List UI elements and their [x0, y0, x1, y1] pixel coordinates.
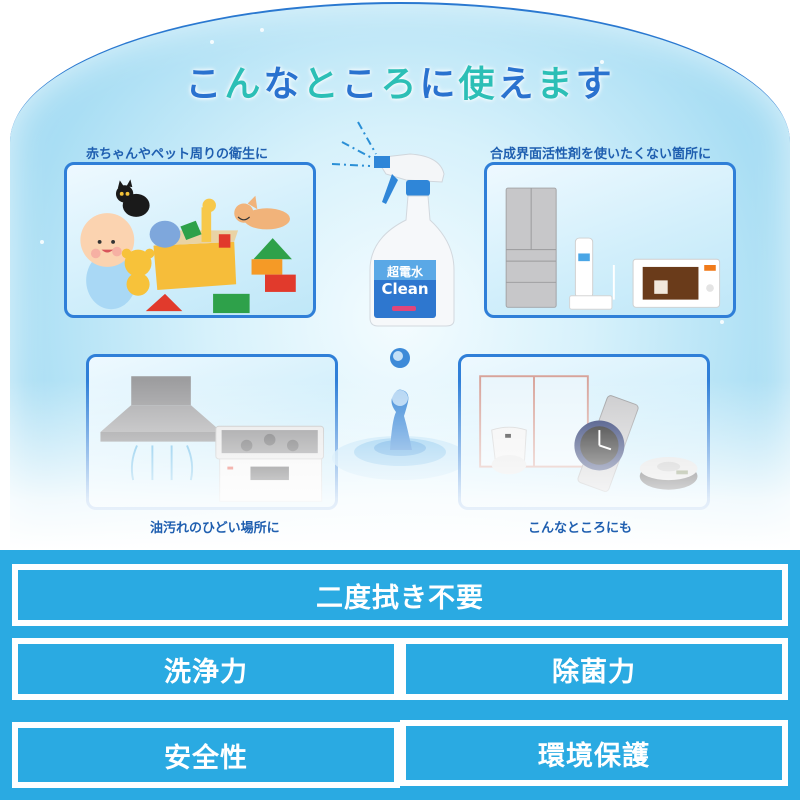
product-brand: Clean — [381, 280, 428, 298]
sparkle — [600, 60, 604, 64]
toy-giraffe — [201, 207, 212, 242]
feature-environment: 環境保護 — [400, 720, 788, 786]
block-triangle — [253, 238, 292, 260]
block-red-triangle — [145, 293, 183, 312]
page-title: こんなところに使えます — [0, 55, 800, 107]
title-char: ん — [224, 64, 264, 105]
title-char: ま — [536, 64, 576, 105]
block-orange — [251, 259, 283, 275]
cordless-phone — [574, 237, 594, 299]
title-char: に — [419, 64, 459, 105]
features-band: 二度拭き不要 洗浄力 除菌力 安全性 環境保護 — [0, 550, 800, 800]
title-char: な — [263, 64, 303, 105]
sparkle — [40, 240, 44, 244]
title-char: え — [497, 64, 537, 105]
feature-sterilization: 除菌力 — [400, 638, 788, 700]
teddy-bear — [124, 249, 152, 277]
feature-label: 二度拭き不要 — [316, 582, 484, 614]
caption-appliances: 合成界面活性剤を使いたくない箇所に — [490, 147, 712, 162]
baby-pets-illustration — [80, 179, 296, 314]
toy-elephant — [149, 220, 181, 248]
feature-cleaning-power: 洗浄力 — [12, 638, 400, 700]
toy-box — [153, 241, 237, 290]
spray-bottle-product: 超電水 Clean — [330, 110, 470, 330]
bottom-fade — [0, 380, 800, 550]
caption-other: こんなところにも — [528, 521, 633, 536]
sparkle — [210, 40, 214, 44]
feature-no-rewipe: 二度拭き不要 — [12, 564, 788, 626]
title-char: 使 — [458, 64, 498, 105]
title-char: こ — [185, 64, 225, 105]
block-red — [265, 274, 296, 292]
title-char: す — [575, 64, 615, 105]
title-char: ろ — [380, 64, 420, 105]
feature-label: 除菌力 — [552, 656, 636, 688]
caption-baby-pets: 赤ちゃんやペット周りの衛生に — [86, 147, 269, 162]
dog — [243, 208, 290, 230]
caption-kitchen: 油汚れのひどい場所に — [150, 521, 280, 536]
feature-label: 環境保護 — [538, 740, 650, 772]
baby-body — [86, 251, 137, 310]
panel-appliances — [484, 162, 736, 318]
spray-bottle-illustration: 超電水 Clean — [331, 121, 455, 327]
appliances-illustration — [505, 187, 721, 310]
title-char: こ — [341, 64, 381, 105]
feature-label: 安全性 — [164, 742, 248, 774]
usage-hero: こんなところに使えます 赤ちゃんやペット周りの衛生に 合成界面活性剤を使いたくな… — [0, 0, 800, 550]
sparkle — [720, 320, 724, 324]
product-name: 超電水 — [386, 264, 424, 279]
feature-label: 洗浄力 — [164, 656, 248, 688]
feature-safety: 安全性 — [12, 722, 400, 788]
block-green — [213, 293, 250, 314]
title-char: と — [302, 64, 342, 105]
panel-baby-pets — [64, 162, 316, 318]
sparkle — [260, 28, 264, 32]
